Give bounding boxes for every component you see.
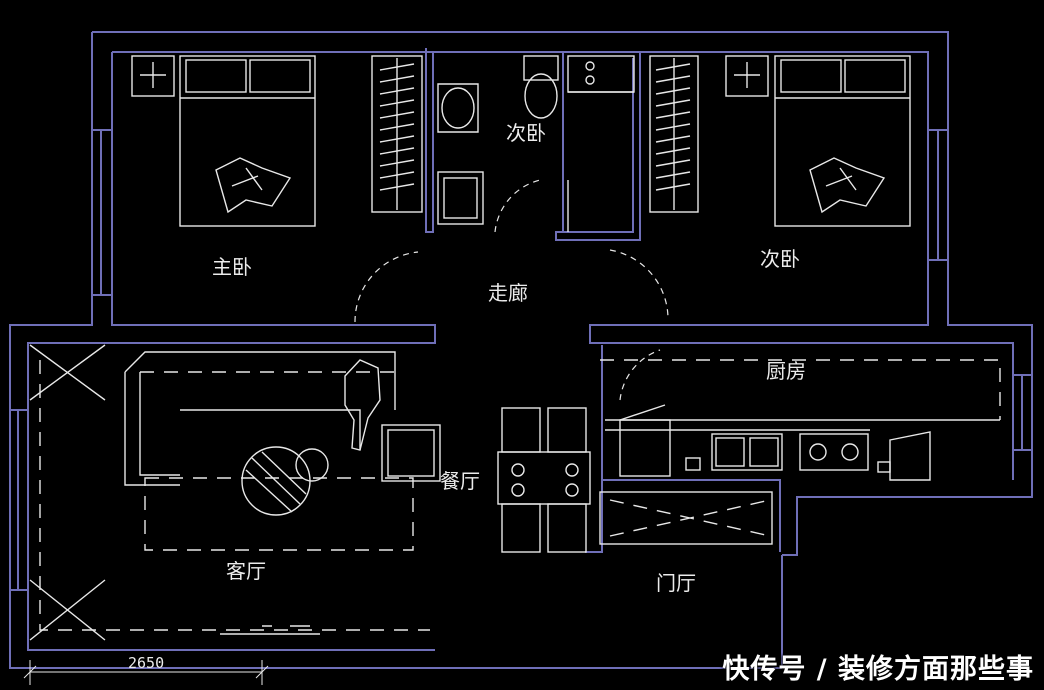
watermark: 快传号 / 装修方面那些事: [722, 654, 1034, 685]
living-room-furniture: [29, 344, 441, 641]
kitchen-fixtures: [600, 359, 1001, 481]
room-label-second-bedroom-center: 次卧: [506, 121, 546, 145]
room-label-second-bedroom-right: 次卧: [760, 247, 800, 271]
bathroom-fixtures: [437, 55, 635, 232]
dimension-line: [23, 660, 269, 685]
entrance-cabinet: [599, 491, 773, 545]
master-bedroom-furniture: [131, 55, 423, 227]
room-label-corridor: 走廊: [488, 281, 528, 305]
right-bedroom-furniture: [649, 55, 911, 227]
room-label-kitchen: 厨房: [766, 359, 806, 383]
door-swings: [354, 179, 669, 401]
walls: [9, 31, 1033, 669]
dimension-label: 2650: [128, 654, 164, 672]
dining-table: [497, 407, 591, 553]
room-label-entrance: 门厅: [656, 571, 696, 595]
room-label-living-room: 客厅: [226, 559, 266, 583]
room-label-master-bedroom: 主卧: [212, 255, 252, 279]
room-label-dining-room: 餐厅: [440, 469, 480, 493]
